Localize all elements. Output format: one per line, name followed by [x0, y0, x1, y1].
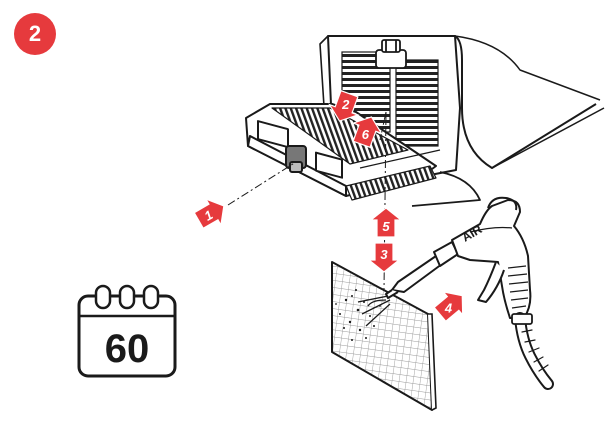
- step-number: 2: [28, 21, 42, 46]
- step-number-badge: 2: [14, 13, 56, 55]
- callout-number-5: 5: [382, 219, 390, 234]
- callout-arrow-4: 4: [433, 291, 464, 323]
- callout-arrow-3: 3: [367, 242, 401, 273]
- calendar-icon: [77, 284, 177, 378]
- dust-particles: [335, 289, 381, 341]
- air-blow-gun: [385, 196, 532, 319]
- callout-number-4: 4: [444, 300, 453, 315]
- callout-number-6: 6: [362, 127, 370, 142]
- calendar-days: 60: [105, 327, 150, 371]
- callout-arrow-2: 2: [328, 89, 360, 122]
- air-stream: [357, 295, 391, 327]
- air-hose: [511, 312, 554, 390]
- gas-connector: [375, 39, 407, 69]
- callout-arrow-5: 5: [369, 207, 403, 238]
- callout-number-3: 3: [380, 247, 388, 262]
- filter-slot-guide: [359, 149, 441, 169]
- vent-grille-right: [395, 59, 439, 147]
- callout-number-2: 2: [341, 97, 350, 112]
- filter-cover: [245, 103, 437, 201]
- callout-arrow-1: 1: [193, 197, 225, 230]
- callout-arrow-6: 6: [351, 116, 383, 149]
- filter-mat: [331, 261, 437, 411]
